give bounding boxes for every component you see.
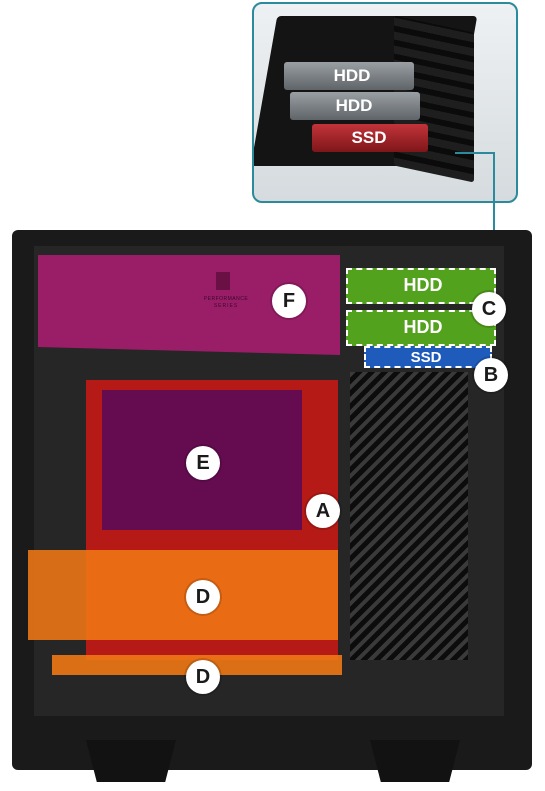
badge-d2: D [186, 660, 220, 694]
callout-line-v [493, 152, 495, 292]
performance-logo-mark [216, 272, 230, 290]
badge-b: B [474, 358, 508, 392]
badge-d: D [186, 580, 220, 614]
inset-hdd-2-label: HDD [335, 96, 373, 115]
inset-hdd-1: HDD [284, 62, 414, 90]
expansion-zone-d [28, 550, 338, 640]
inset-ssd-label: SSD [351, 128, 387, 147]
inset-hdd-1-label: HDD [333, 66, 371, 85]
ssd-bay-label: SSD [410, 349, 442, 366]
hdd-bay-bottom: HDD [346, 310, 496, 346]
hdd-bay-top: HDD [346, 268, 496, 304]
hdd-bay-top-label: HDD [403, 275, 443, 295]
performance-logo-subtext: SERIES [213, 303, 239, 309]
mesh-panel [350, 372, 468, 660]
drive-cage-inset: HDD HDD SSD [252, 2, 518, 203]
case-foot-left [86, 740, 176, 782]
case-foot-right [370, 740, 460, 782]
badge-e: E [186, 446, 220, 480]
inset-hdd-2: HDD [290, 92, 420, 120]
callout-line-h [455, 152, 495, 154]
performance-logo: PERFORMANCE SERIES [196, 272, 256, 316]
badge-c: C [472, 292, 506, 326]
hdd-bay-bottom-label: HDD [403, 317, 443, 337]
inset-ssd: SSD [312, 124, 428, 152]
ssd-bay: SSD [364, 346, 492, 368]
badge-a: A [306, 494, 340, 528]
performance-logo-text: PERFORMANCE [203, 296, 249, 302]
badge-f: F [272, 284, 306, 318]
